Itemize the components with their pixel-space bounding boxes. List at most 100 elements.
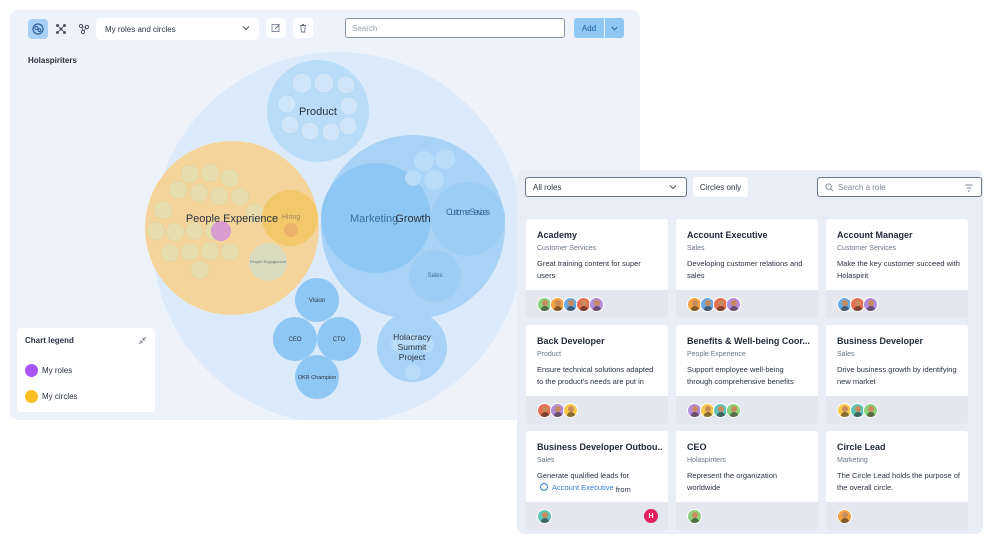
- member-avatar[interactable]: [589, 296, 604, 312]
- circles-only-toggle[interactable]: Circles only: [693, 177, 748, 197]
- role-parent-circle: Sales: [687, 245, 705, 252]
- role-description: Make the key customer succeed with Holas…: [837, 258, 961, 282]
- my-roles-swatch: [25, 364, 38, 377]
- filter-icon[interactable]: [965, 184, 973, 192]
- scope-select[interactable]: My roles and circles: [96, 18, 259, 40]
- cto-circle[interactable]: [317, 317, 361, 361]
- people-engagement-circle[interactable]: [249, 243, 287, 281]
- member-avatar[interactable]: [837, 402, 852, 418]
- chevron-down-icon: [242, 26, 250, 31]
- trash-icon: [300, 24, 306, 33]
- roles-filter-select[interactable]: All roles: [525, 177, 687, 197]
- okr-champion-circle[interactable]: [295, 355, 339, 399]
- role-description: Drive business growth by identifying new…: [837, 364, 961, 388]
- add-button[interactable]: Add: [574, 18, 604, 38]
- vision-circle[interactable]: [295, 278, 339, 322]
- role-members: H: [526, 502, 668, 530]
- member-avatar[interactable]: [550, 296, 565, 312]
- member-avatar[interactable]: [537, 402, 552, 418]
- role-search-input[interactable]: Search a role: [817, 177, 982, 197]
- role-description: Ensure technical solutions adapted to th…: [537, 364, 661, 388]
- people-engagement-label: People Engagement: [250, 259, 287, 264]
- member-avatar[interactable]: [687, 296, 702, 312]
- map-search-input[interactable]: Search: [345, 18, 565, 38]
- hiring-circle[interactable]: [262, 190, 318, 246]
- pencil-icon: [271, 24, 280, 32]
- chart-legend: Chart legend My roles My circles: [17, 328, 155, 412]
- role-members: [526, 396, 668, 424]
- role-description-text: Support employee well-being through comp…: [687, 365, 794, 386]
- member-avatar[interactable]: [837, 508, 852, 524]
- map-search-placeholder: Search: [352, 23, 378, 33]
- role-parent-circle: Sales: [537, 457, 555, 464]
- member-avatar[interactable]: [550, 402, 565, 418]
- marketing-circle-label: Marketing: [350, 213, 398, 225]
- member-avatar[interactable]: [863, 296, 878, 312]
- role-link-label: Account Executive: [552, 482, 614, 492]
- sales-circle-label: Sales: [427, 273, 442, 279]
- role-description-text: Generate qualified leads for: [537, 471, 630, 480]
- role-search-placeholder: Search a role: [838, 182, 886, 192]
- member-avatar[interactable]: [726, 296, 741, 312]
- circle-link-icon: [540, 483, 548, 492]
- role-parent-circle: Customer Services: [837, 245, 897, 252]
- role-members: [676, 502, 818, 530]
- legend-label: My roles: [42, 366, 73, 375]
- role-description-text: Represent the organization worldwide: [687, 471, 778, 492]
- role-card[interactable]: Benefits & Well-being Coor... People Expe…: [676, 325, 818, 424]
- roles-panel: All roles Circles only Search a role Aca…: [517, 170, 983, 534]
- role-parent-circle: People Experience: [687, 351, 746, 358]
- tree-view-button[interactable]: [51, 19, 71, 39]
- product-role-circles: [277, 72, 359, 142]
- member-avatar[interactable]: [687, 508, 702, 524]
- view-switcher: [28, 18, 97, 40]
- marketing-circle[interactable]: [321, 163, 431, 273]
- delete-button[interactable]: [293, 18, 313, 38]
- collapse-icon[interactable]: [138, 336, 147, 345]
- cto-circle-label: CTO: [333, 337, 346, 343]
- role-card-title: CEO: [687, 442, 707, 452]
- role-description-text: from: [615, 484, 631, 494]
- member-avatar[interactable]: [863, 402, 878, 418]
- network-view-button[interactable]: [74, 19, 94, 39]
- ceo-circle[interactable]: [273, 317, 317, 361]
- role-card-title: Circle Lead: [837, 442, 886, 452]
- member-avatar[interactable]: [700, 296, 715, 312]
- customer-services-circle[interactable]: [431, 182, 505, 256]
- legend-item-my-circles: My circles: [25, 390, 78, 403]
- role-card-title: Benefits & Well-being Coor...: [687, 336, 810, 346]
- role-members: [826, 290, 968, 318]
- vision-circle-label: Vision: [309, 298, 325, 304]
- edit-button[interactable]: [266, 18, 286, 38]
- my-role-marker[interactable]: [211, 221, 231, 241]
- role-members: [526, 290, 668, 318]
- member-avatar[interactable]: [850, 296, 865, 312]
- role-card-title: Business Developer Outbou...: [537, 442, 662, 452]
- member-avatar[interactable]: [537, 508, 552, 524]
- role-description-text: Drive business growth by identifying new…: [837, 365, 957, 386]
- role-description-text: The Circle Lead holds the purpose of the…: [837, 471, 960, 492]
- legend-title: Chart legend: [25, 336, 74, 345]
- circle-view-button[interactable]: [28, 19, 48, 39]
- member-avatar[interactable]: [726, 402, 741, 418]
- add-dropdown-button[interactable]: [605, 18, 624, 38]
- my-circles-swatch: [25, 390, 38, 403]
- role-link[interactable]: Account Executive: [537, 482, 614, 494]
- circle-packing-chart: Product Marketing Customer Services Sale…: [145, 52, 524, 420]
- role-members: [826, 502, 968, 530]
- roles-filter-value: All roles: [533, 182, 562, 192]
- role-card-title: Account Manager: [837, 230, 913, 240]
- hiring-circle-label: Hiring: [282, 214, 300, 221]
- member-avatar[interactable]: [563, 402, 578, 418]
- sales-circle[interactable]: [409, 250, 461, 302]
